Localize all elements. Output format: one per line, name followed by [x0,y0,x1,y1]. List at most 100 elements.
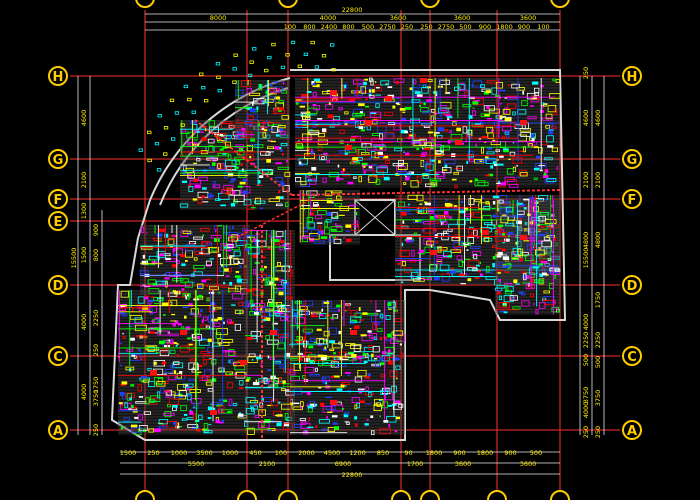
fixture-item [313,204,319,206]
fixture-item [293,312,297,317]
furniture-item [334,202,342,207]
fixture-item [219,148,224,151]
fixture-item [405,152,410,156]
furniture-item [533,206,540,212]
curved-seat [180,123,185,127]
fixture-item [261,398,264,402]
curved-seat [331,68,336,72]
fixture-item [534,167,540,171]
furniture-item [470,211,475,216]
fixture-item [504,117,511,122]
furniture-item [509,121,516,128]
furniture-item [156,381,166,387]
furniture-item [449,130,453,134]
furniture-item [209,126,219,134]
fixture-item [130,337,135,341]
right-sub-dimension: 2100 [594,172,602,189]
furniture-item [505,130,510,138]
fixture-item [516,176,520,178]
fixture-item [171,313,176,316]
fixture-item [437,127,444,132]
fixture-item [235,271,240,273]
fixture-item [444,203,451,207]
furniture-item [309,232,320,240]
fixture-item [539,273,543,277]
fixture-item [537,240,543,244]
left-sub-dimension: 2250 [92,310,100,327]
furniture-item [175,291,188,298]
furniture-item [483,205,491,210]
curved-seat [249,60,254,64]
fixture-item [229,181,234,183]
furniture-item [154,376,164,385]
fixture-item [402,220,405,224]
fixture-item [118,402,123,405]
furniture-item [266,146,274,150]
fixture-item [471,84,474,88]
fixture-item [400,211,406,216]
furniture-item [325,219,332,223]
furniture-item [371,119,378,125]
right-dimension: 500 [582,354,590,366]
fixture-item [317,118,323,120]
furniture-item [245,154,254,161]
furniture-item [304,367,315,374]
fixture-item [278,189,281,194]
left-sub-dimension: 1750 [92,377,100,394]
furniture-item [350,344,362,349]
fixture-item [220,369,224,372]
fixture-item [335,223,337,227]
fixture-item [158,228,165,232]
elevator-cross [354,199,396,236]
fixture-item [372,164,377,166]
fixture-item [401,117,407,122]
fixture-item [172,264,178,268]
fixture-item [530,105,534,107]
fixture-item [488,173,494,177]
fixture-item [415,270,419,272]
fixture-item [168,339,170,342]
furniture-item [270,399,279,407]
fixture-item [140,375,147,378]
furniture-item [375,145,387,151]
furniture-item [133,355,137,359]
furniture-item [358,175,362,183]
furniture-item [316,210,327,216]
fixture-item [299,105,305,108]
grid-bubble-label: G [627,153,638,168]
furniture-item [506,168,514,175]
fixture-item [134,416,139,419]
fixture-item [260,99,263,103]
fixture-item [325,396,333,398]
furniture-item [468,228,477,236]
furniture-item [147,367,152,372]
furniture-item [538,215,546,222]
furniture-item [329,348,335,352]
furniture-item [437,214,449,219]
fixture-item [528,197,533,199]
fixture-item [327,212,333,216]
furniture-item [147,279,157,285]
fixture-item [164,233,169,238]
fixture-item [354,91,357,94]
fixture-item [430,216,436,220]
fixture-item [467,217,472,220]
furniture-item [480,84,485,88]
fixture-item [277,401,281,404]
bottom-dimension: 3500 [196,449,213,457]
furniture-item [416,194,424,202]
bottom-dimension: 1800 [477,449,494,457]
fixture-item [364,78,369,81]
furniture-item [217,408,224,414]
furniture-item [523,146,526,153]
left-dimension: 4000 [80,384,88,401]
fixture-item [497,163,504,166]
furniture-item [505,284,509,292]
fixture-item [316,84,320,88]
fixture-item [323,152,328,155]
furniture-item [503,294,514,303]
fixture-item [345,230,351,232]
furniture-item [275,176,283,183]
furniture-item [385,314,391,320]
furniture-item [421,87,429,94]
